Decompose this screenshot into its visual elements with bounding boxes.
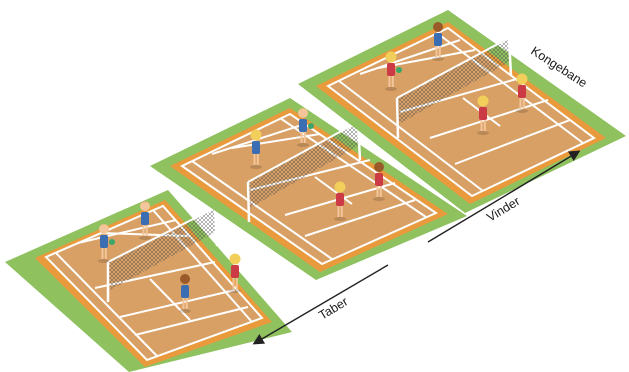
volleyball-icon — [308, 123, 314, 129]
volleyball-icon — [109, 239, 115, 245]
loser-label: Taber — [316, 294, 350, 322]
volleyball-icon — [396, 67, 402, 73]
